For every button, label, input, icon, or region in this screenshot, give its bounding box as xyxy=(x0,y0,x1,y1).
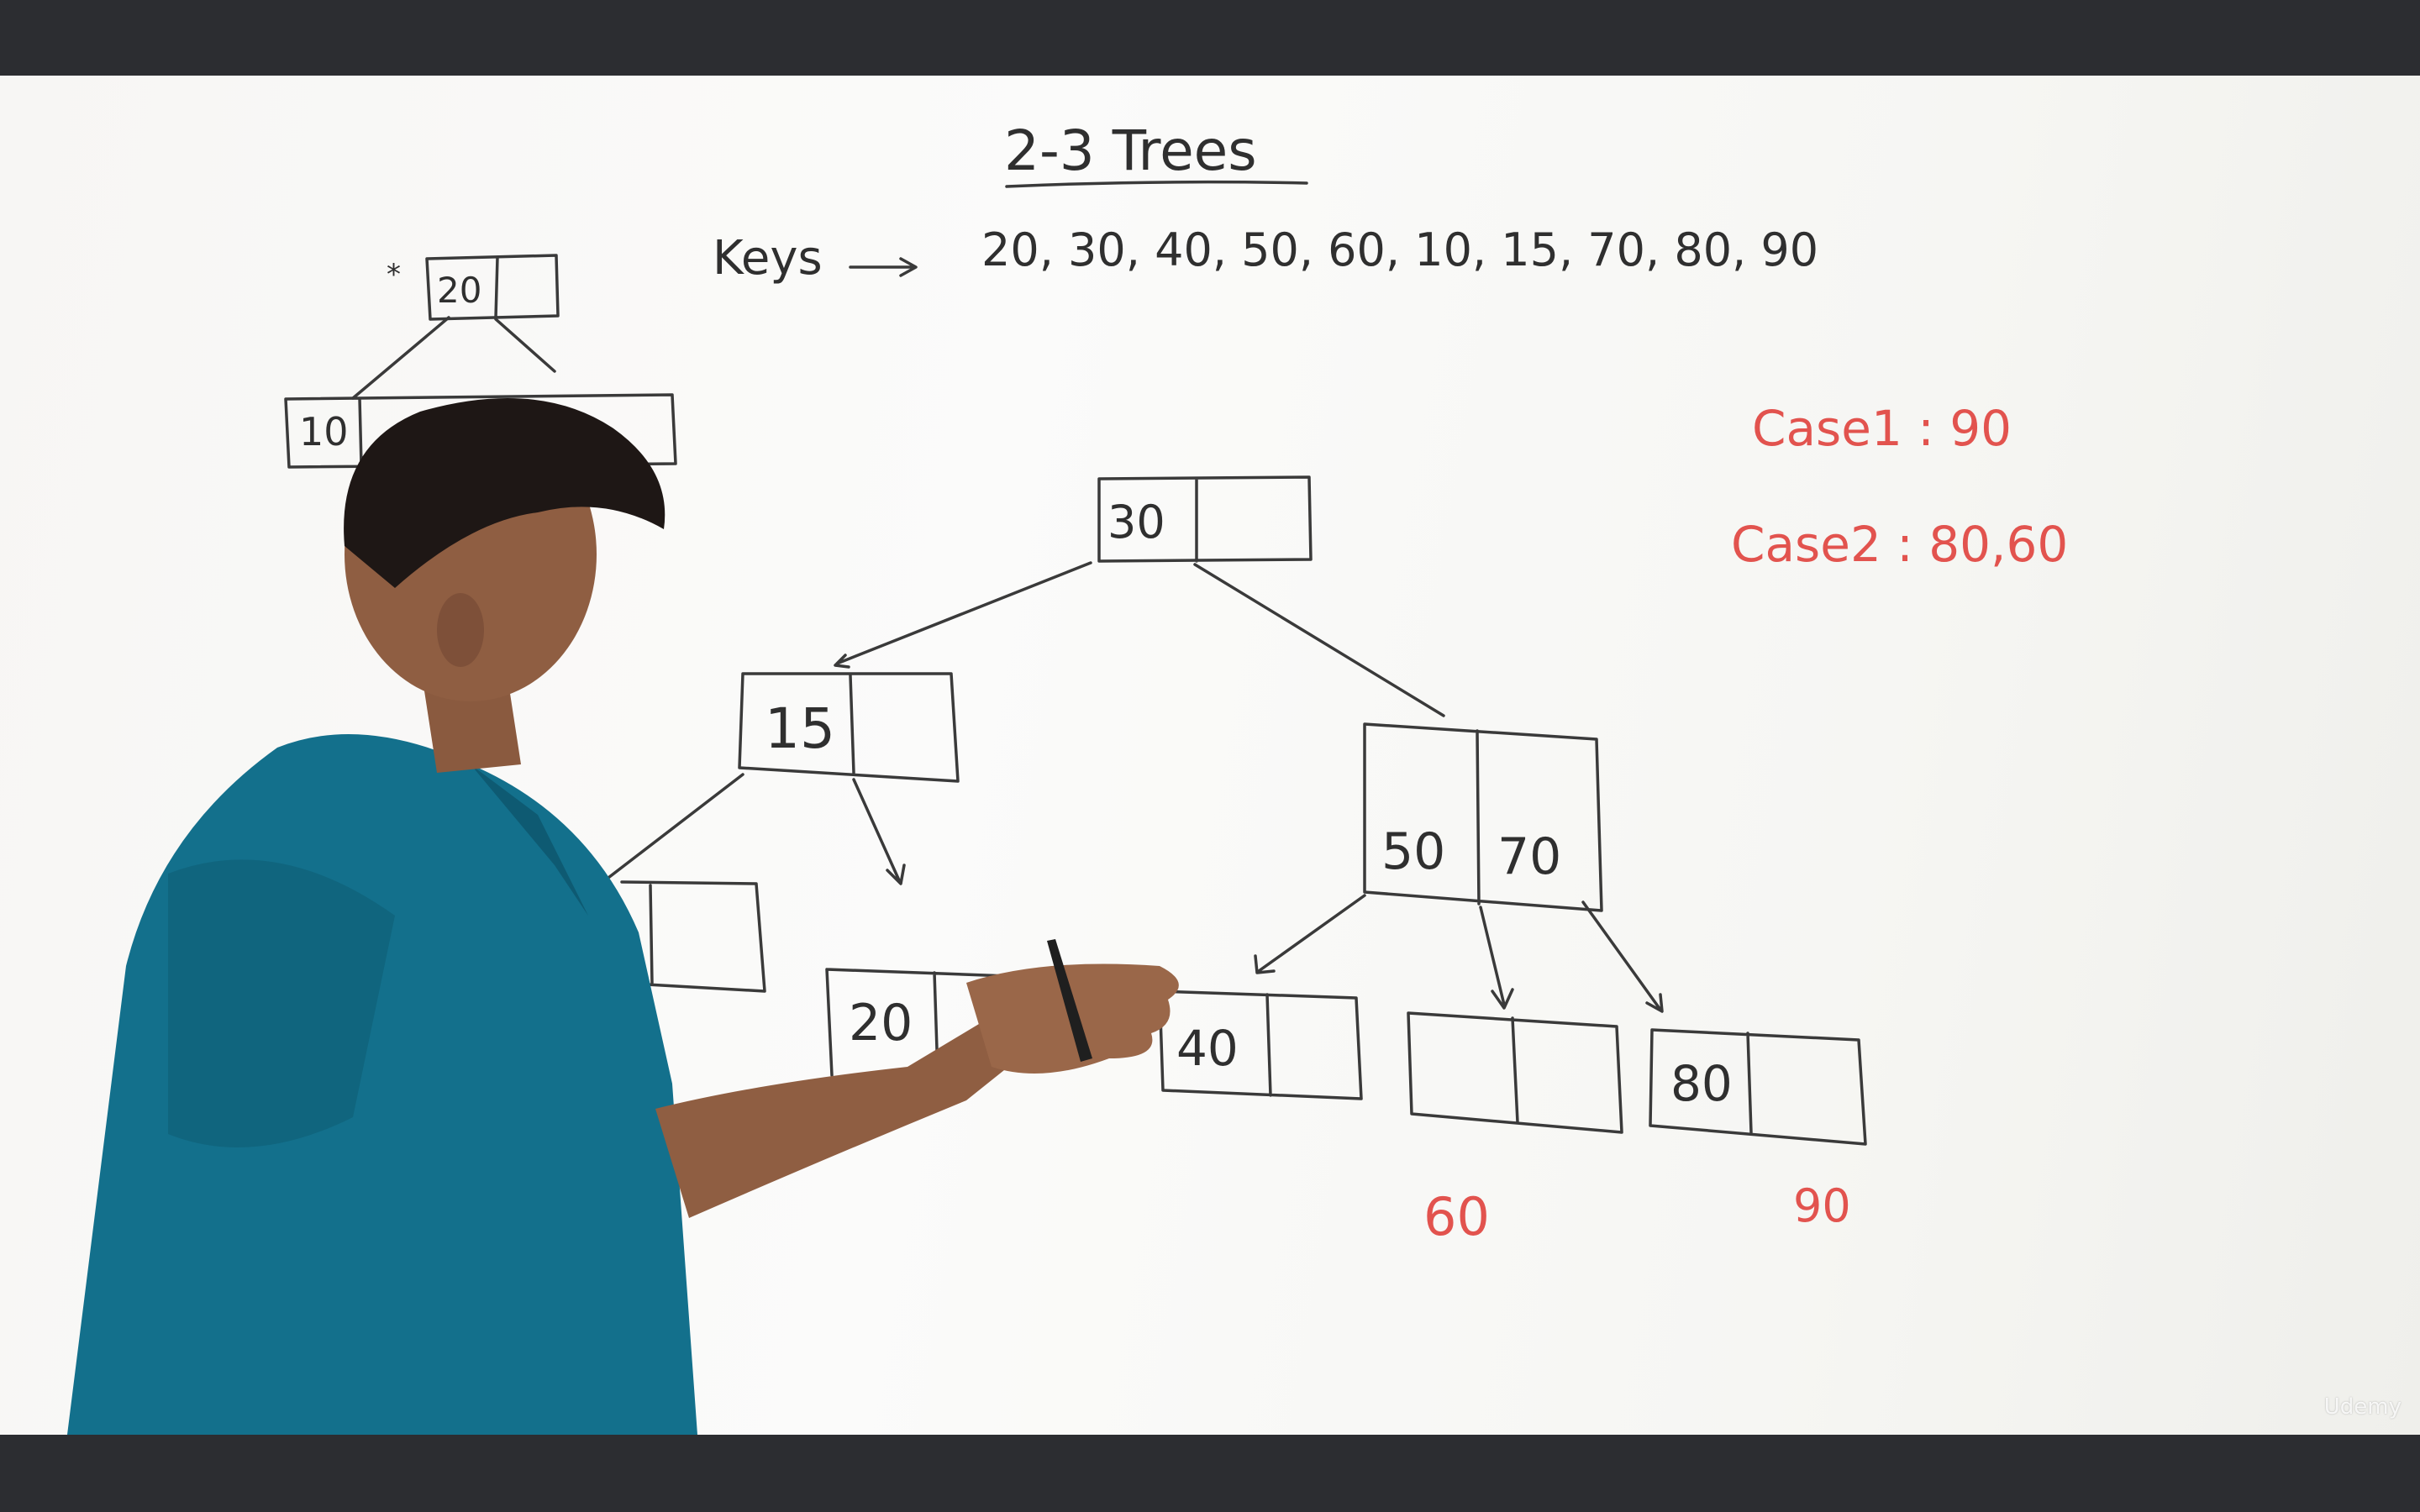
keys-label: Keys xyxy=(713,231,823,286)
edge-root-left xyxy=(834,561,1092,669)
leaf-40-key: 40 xyxy=(1176,1020,1239,1077)
lecture-video-frame[interactable]: 2-3 Trees Keys 20, 30, 40, 50, 60, 10, 1… xyxy=(0,76,2420,1435)
leaf-20-key: 20 xyxy=(849,994,913,1053)
right-internal-key2: 70 xyxy=(1497,827,1561,886)
corner-leaf-key: 10 xyxy=(299,409,349,454)
edge-root-right xyxy=(1193,563,1445,717)
right-internal-key1: 50 xyxy=(1381,822,1445,881)
red-note-90: 90 xyxy=(1793,1179,1851,1232)
keys-arrow xyxy=(849,257,918,277)
presenter-shirt xyxy=(67,734,697,1435)
presenter-hair xyxy=(344,398,666,588)
red-note-60: 60 xyxy=(1423,1186,1490,1247)
title-underline xyxy=(1005,180,1308,188)
udemy-watermark: Udemy xyxy=(2323,1394,2402,1420)
corner-root-node xyxy=(425,254,560,321)
edge-15-mid xyxy=(852,778,906,885)
leaf-left-partial xyxy=(620,880,766,993)
root-key: 30 xyxy=(1107,496,1165,549)
keys-list: 20, 30, 40, 50, 60, 10, 15, 70, 80, 90 xyxy=(981,223,1818,276)
edge-5070-left xyxy=(1254,894,1366,974)
case2-note: Case2 : 80,60 xyxy=(1731,516,2068,573)
board-title: 2-3 Trees xyxy=(1004,118,1257,183)
left-internal-key: 15 xyxy=(765,696,835,761)
leaf-40: 40 xyxy=(1158,990,1363,1100)
edge-5070-mid xyxy=(1479,906,1514,1010)
corner-star: * xyxy=(387,258,401,291)
leaf-80: 80 xyxy=(1649,1028,1867,1146)
leaf-80-key: 80 xyxy=(1670,1055,1733,1112)
presenter-arm xyxy=(655,1016,1042,1218)
video-top-bar xyxy=(0,0,2420,76)
corner-leaf-node xyxy=(284,393,677,469)
case1-note: Case1 : 90 xyxy=(1752,400,2012,457)
whiteboard: 2-3 Trees Keys 20, 30, 40, 50, 60, 10, 1… xyxy=(67,118,2068,1435)
edge-15-left xyxy=(603,773,744,882)
video-bottom-bar xyxy=(0,1435,2420,1512)
leaf-20: 20 xyxy=(825,968,1010,1077)
corner-tree: * 20 10 xyxy=(284,254,677,469)
corner-edges xyxy=(351,316,556,400)
right-internal-node: 50 70 xyxy=(1363,722,1603,912)
marker xyxy=(1047,939,1092,1062)
left-internal-node: 15 xyxy=(738,672,960,783)
root-node: 30 xyxy=(1097,475,1313,563)
presenter xyxy=(67,398,1179,1435)
leaf-empty xyxy=(1407,1011,1623,1134)
edge-5070-right xyxy=(1581,900,1664,1013)
corner-root-key: 20 xyxy=(437,270,481,311)
